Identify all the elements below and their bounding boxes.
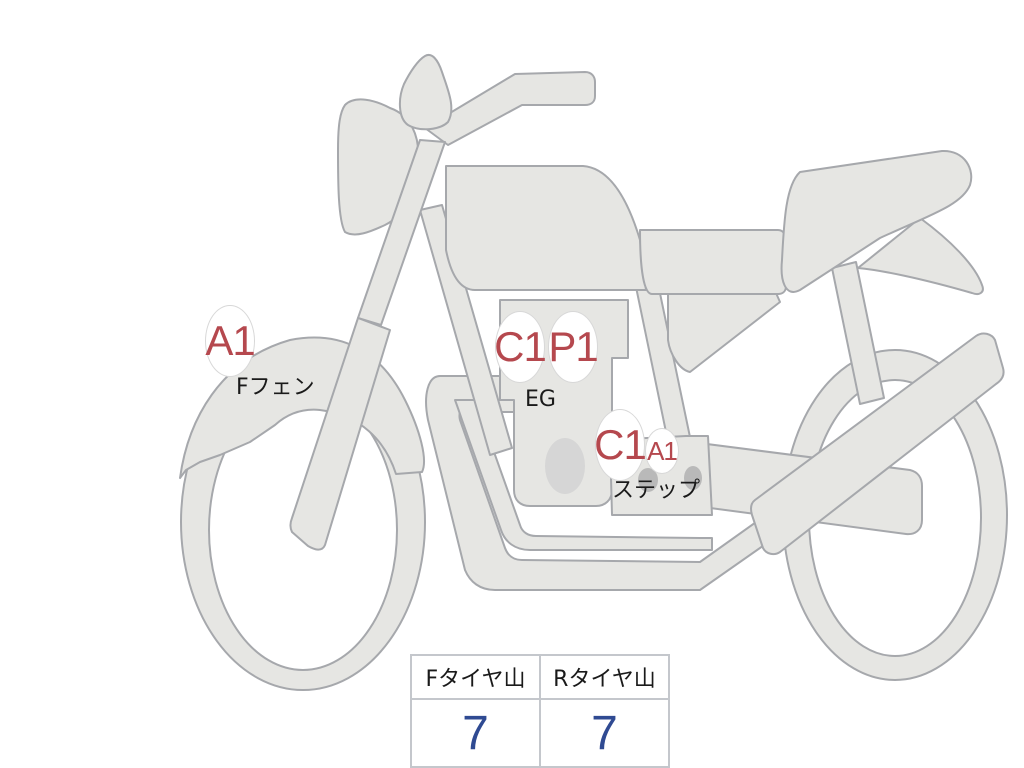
label-front-fender: Fフェン <box>236 375 315 400</box>
engine-cover <box>545 438 585 494</box>
side-cover <box>667 292 781 373</box>
damage-marker-engine-p1[interactable]: P1 <box>548 311 599 383</box>
value-front-tire-tread: 7 <box>410 698 541 768</box>
label-engine: EG <box>525 387 556 412</box>
muffler <box>750 332 1005 556</box>
tire-tread-table: Fタイヤ山 Rタイヤ山 7 7 <box>410 654 670 768</box>
damage-marker-engine-c1[interactable]: C1 <box>494 311 547 383</box>
seat-base <box>639 229 787 295</box>
tread-header-row: Fタイヤ山 Rタイヤ山 <box>410 654 670 700</box>
front-fork-lower <box>289 317 391 551</box>
value-rear-tire-tread: 7 <box>539 698 670 768</box>
rear-shock <box>831 261 885 405</box>
header-rear-tire-tread: Rタイヤ山 <box>539 654 670 700</box>
mirror <box>398 54 453 131</box>
tread-value-row: 7 7 <box>410 698 670 768</box>
footpeg-right <box>684 466 702 490</box>
rear-cowl-tail <box>857 217 984 295</box>
frame-downtube <box>419 204 513 456</box>
footpeg-left <box>638 468 658 492</box>
seat <box>780 149 973 293</box>
damage-marker-front-fender-a1[interactable]: A1 <box>205 305 256 377</box>
fuel-tank <box>445 165 647 291</box>
label-step: ステップ <box>612 478 701 503</box>
damage-marker-step-c1[interactable]: C1 <box>594 409 647 481</box>
header-front-tire-tread: Fタイヤ山 <box>410 654 541 700</box>
damage-marker-step-a1[interactable]: A1 <box>645 428 679 474</box>
front-fork <box>357 139 446 326</box>
handlebar <box>424 71 596 146</box>
